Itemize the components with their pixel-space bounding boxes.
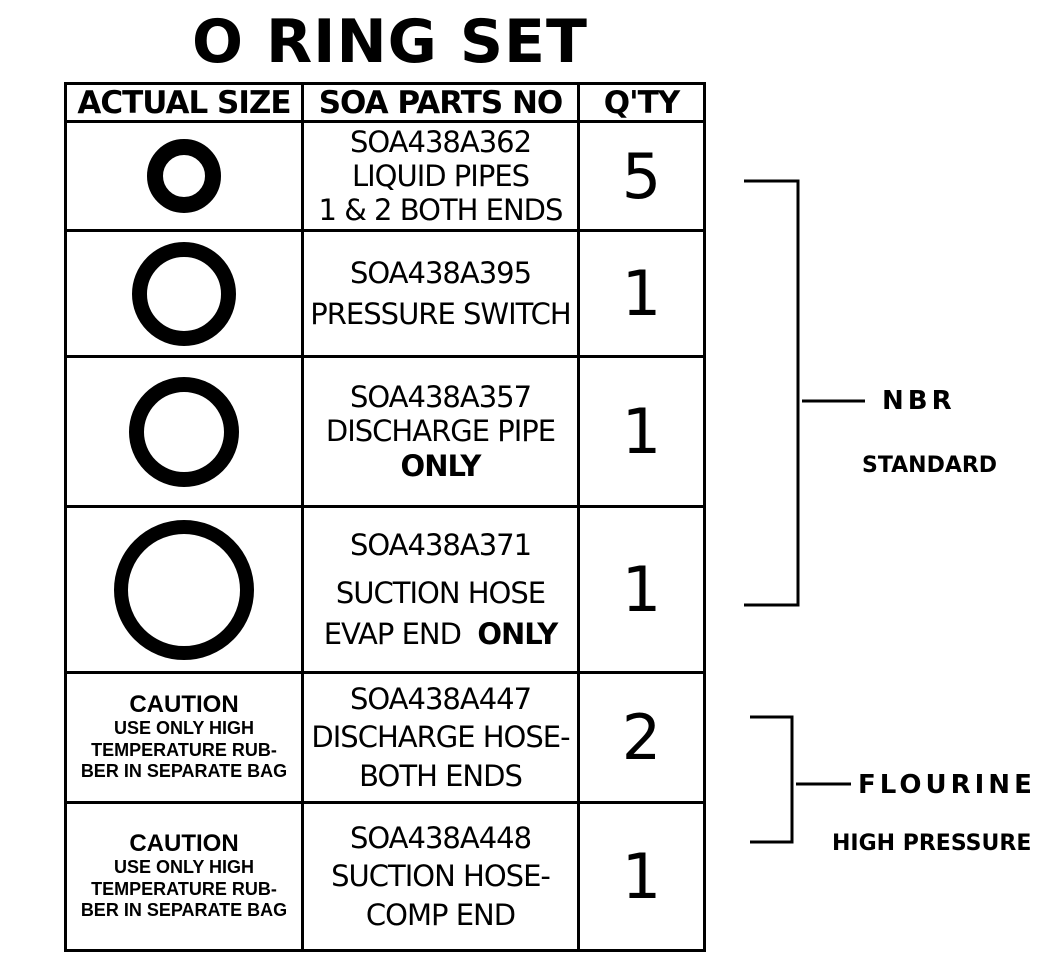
caution-title: CAUTION [129, 690, 239, 718]
header-actual-size: ACTUAL SIZE [77, 84, 291, 121]
part-description: DISCHARGE PIPE [325, 414, 556, 449]
nbr-bracket [744, 179, 865, 607]
part-cell: SOA438A447 DISCHARGE HOSE- BOTH ENDS [304, 674, 577, 801]
part-number: SOA438A371 [349, 528, 532, 563]
ring-cell [67, 232, 301, 355]
row-divider [67, 671, 703, 674]
part-cell: SOA438A362 LIQUID PIPES 1 & 2 BOTH ENDS [304, 123, 577, 229]
header-parts-no: SOA PARTS NO [318, 84, 564, 121]
caution-cell: CAUTION USE ONLY HIGH TEMPERATURE RUB- B… [67, 674, 301, 801]
part-description: EVAP END [323, 616, 462, 651]
ring-cell [67, 358, 301, 505]
caution-text: USE ONLY HIGH [113, 857, 255, 878]
caution-text: TEMPERATURE RUB- [91, 739, 277, 760]
row-divider [67, 801, 703, 804]
qty-value: 1 [621, 395, 662, 468]
part-description: 1 & 2 BOTH ENDS [318, 193, 564, 228]
part-description: LIQUID PIPES [351, 158, 530, 193]
part-description: SUCTION HOSE [335, 576, 546, 611]
row-divider [67, 229, 703, 232]
part-cell: SOA438A371 SUCTION HOSE EVAP END ONLY [304, 508, 577, 671]
qty-value: 1 [621, 840, 662, 913]
caution-text: BER IN SEPARATE BAG [80, 900, 288, 921]
o-ring-icon [147, 139, 221, 213]
caution-title: CAUTION [129, 829, 239, 857]
part-number: SOA438A395 [349, 256, 532, 291]
header-qty: Q'TY [603, 84, 680, 121]
part-number: SOA438A362 [349, 124, 532, 159]
page-title: O RING SET [192, 7, 588, 77]
row-divider [67, 120, 703, 123]
nbr-label: NBR [882, 386, 956, 416]
column-divider [301, 85, 304, 949]
caution-text: USE ONLY HIGH [113, 718, 255, 739]
qty-value: 5 [621, 139, 662, 213]
caution-cell: CAUTION USE ONLY HIGH TEMPERATURE RUB- B… [67, 804, 301, 949]
caution-text: BER IN SEPARATE BAG [80, 761, 288, 782]
part-description: SUCTION HOSE- [331, 859, 551, 894]
part-number: SOA438A447 [349, 682, 532, 717]
caution-text: TEMPERATURE RUB- [91, 878, 277, 899]
o-ring-icon [132, 241, 236, 346]
part-description: DISCHARGE HOSE- [311, 720, 570, 755]
part-cell: SOA438A395 PRESSURE SWITCH [304, 232, 577, 355]
part-description: COMP END [365, 897, 516, 932]
qty-value: 1 [621, 257, 662, 330]
o-ring-table: ACTUAL SIZE SOA PARTS NO Q'TY SOA438A362… [64, 82, 706, 952]
o-ring-icon [114, 519, 254, 660]
o-ring-icon [129, 376, 239, 487]
ring-cell [67, 123, 301, 229]
flourine-bracket [750, 715, 851, 844]
standard-label: STANDARD [862, 453, 998, 478]
part-cell: SOA438A448 SUCTION HOSE- COMP END [304, 804, 577, 949]
high-pressure-label: HIGH PRESSURE [832, 831, 1032, 856]
qty-value: 2 [621, 701, 662, 774]
row-divider [67, 505, 703, 508]
qty-value: 1 [621, 553, 662, 626]
part-description: BOTH ENDS [359, 758, 523, 793]
flourine-label: FLOURINE [858, 770, 1036, 800]
part-cell: SOA438A357 DISCHARGE PIPE ONLY [304, 358, 577, 505]
part-number: SOA438A448 [349, 821, 532, 856]
row-divider [67, 355, 703, 358]
part-description: PRESSURE SWITCH [310, 296, 571, 331]
column-divider [577, 85, 580, 949]
part-description-emphasis: ONLY [400, 448, 482, 483]
part-number: SOA438A357 [349, 380, 532, 415]
part-description-emphasis: ONLY [477, 616, 558, 651]
ring-cell [67, 508, 301, 671]
